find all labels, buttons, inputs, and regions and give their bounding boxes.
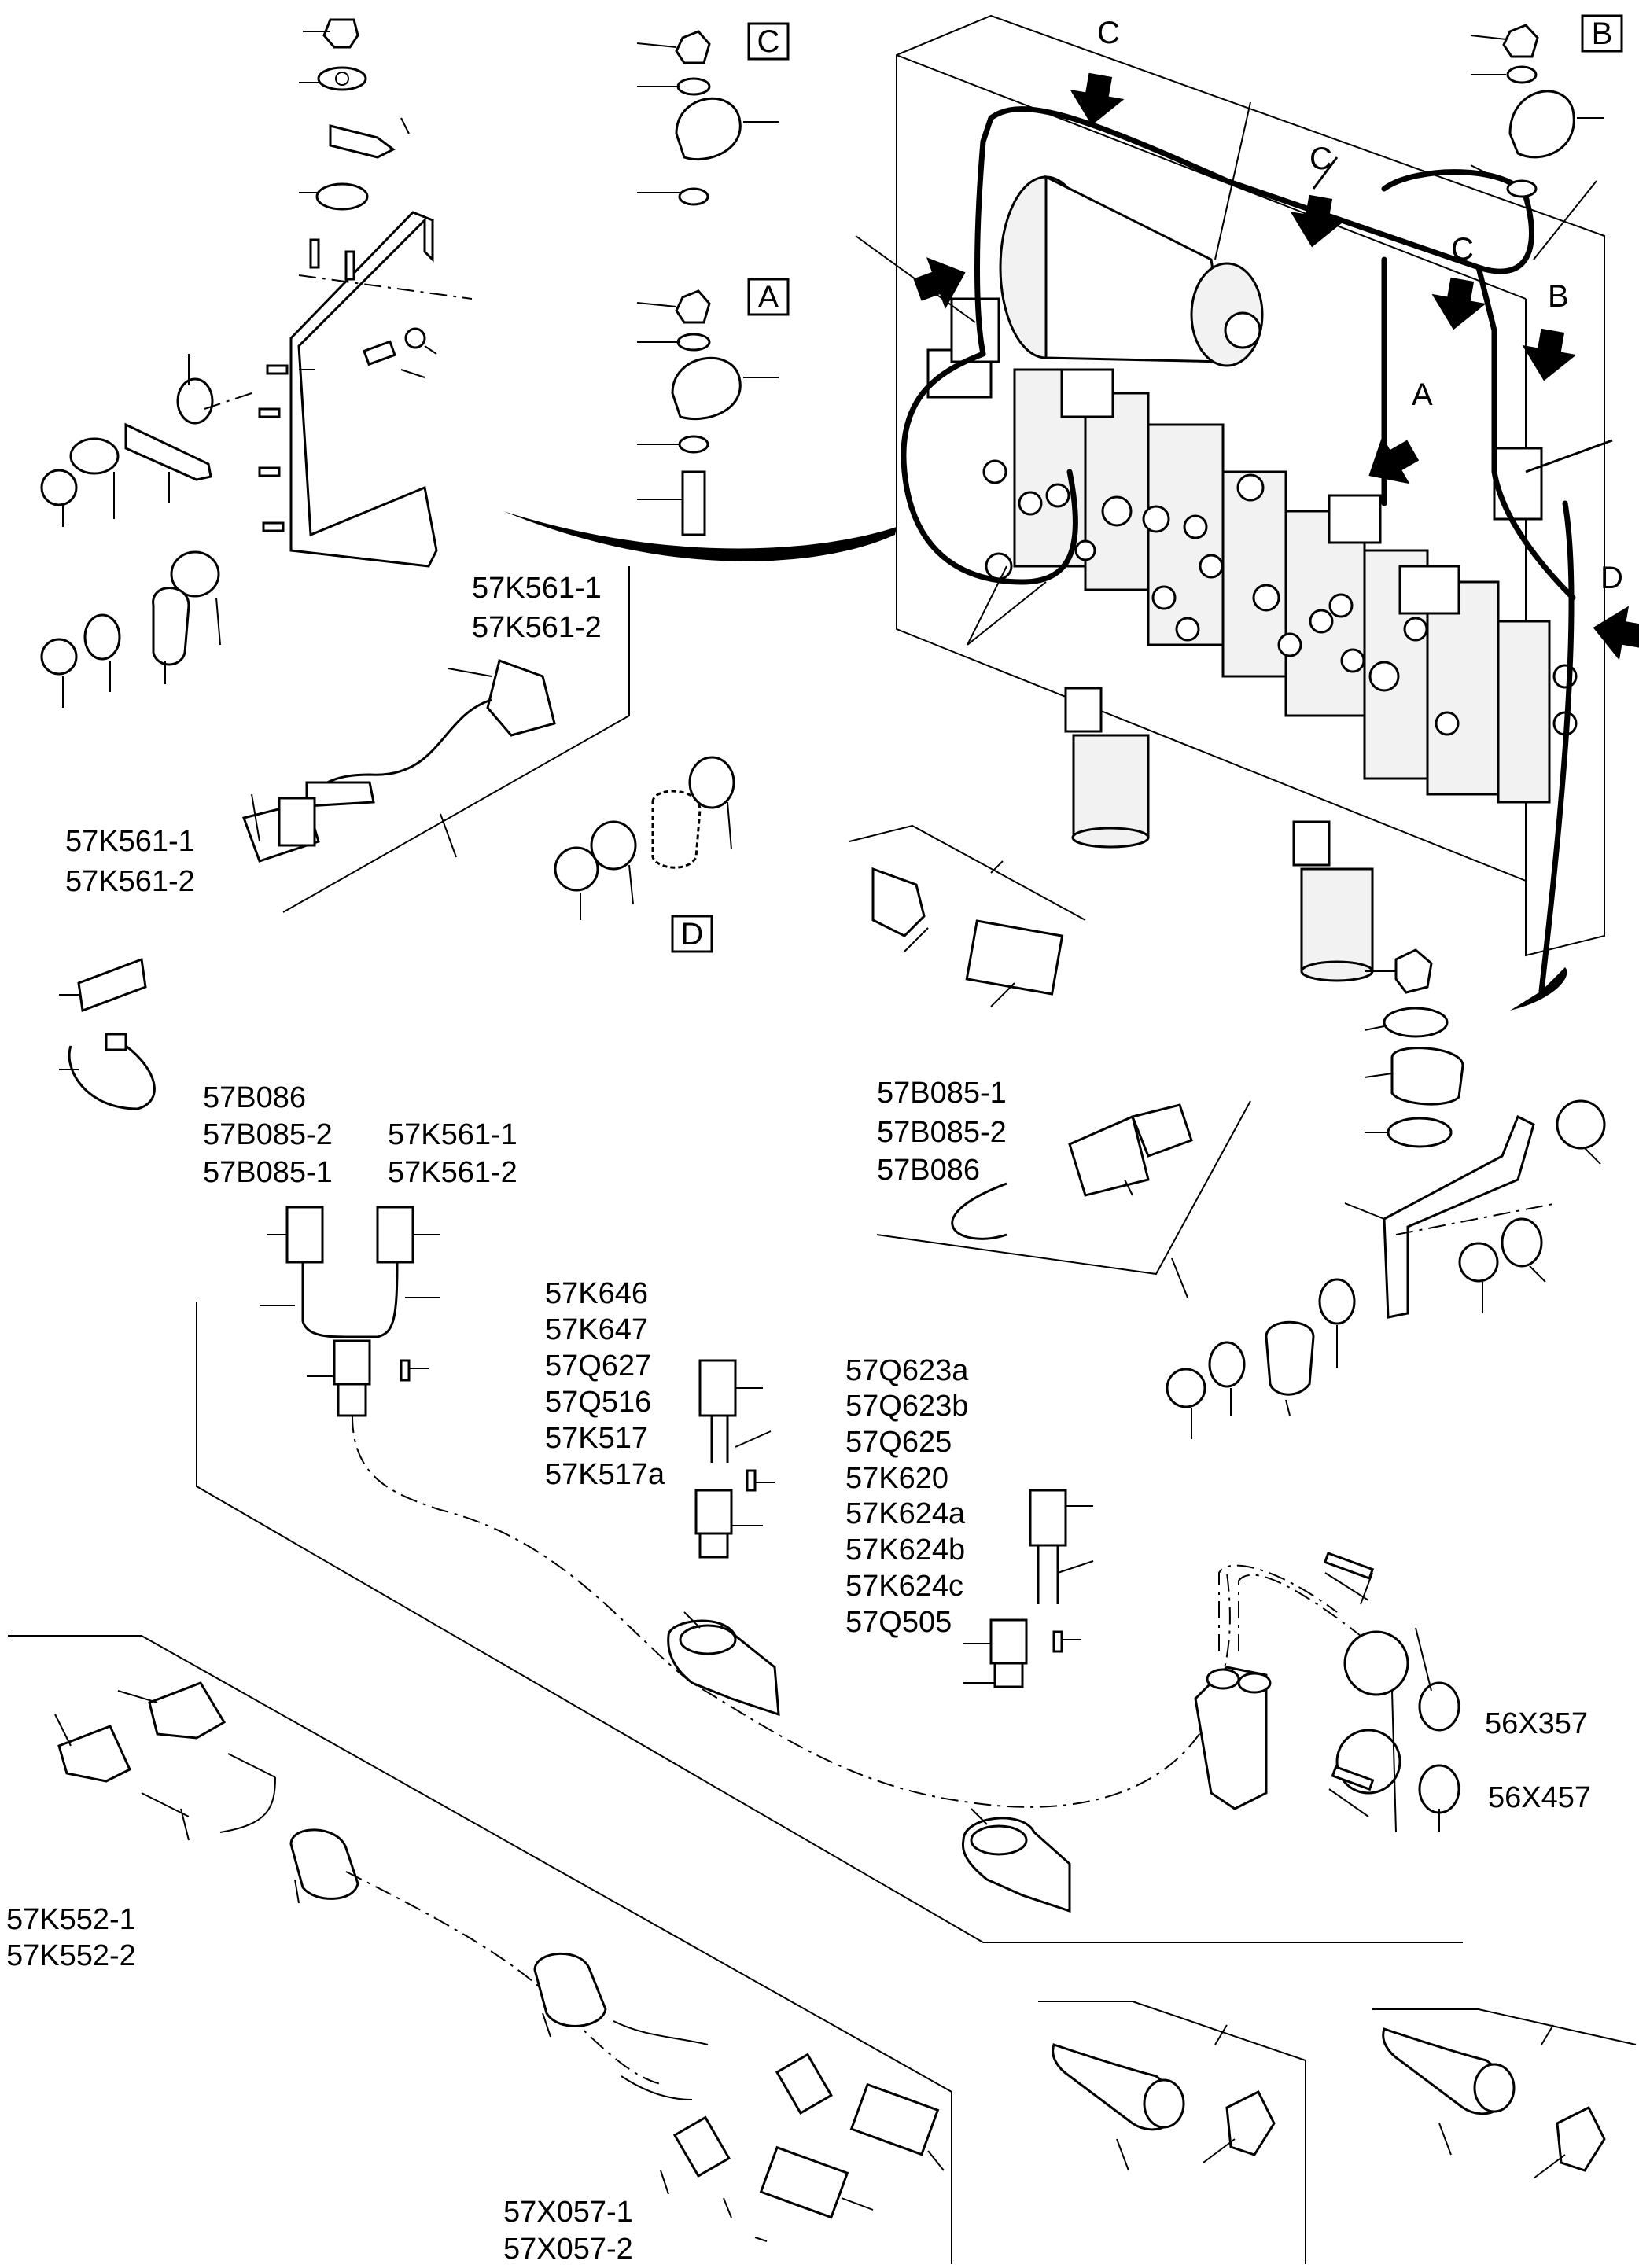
detail-c-clamp bbox=[636, 30, 779, 206]
view-marker-a: A bbox=[747, 278, 790, 316]
callout-c-1: C bbox=[1097, 16, 1120, 50]
view-marker-d: D bbox=[671, 915, 713, 953]
cable-57k561 bbox=[242, 566, 630, 913]
lower-harness-57k552 bbox=[8, 1635, 952, 2264]
detail-a-clamp bbox=[636, 289, 779, 536]
boot-connector-detail bbox=[849, 824, 1086, 1007]
label-line: 57Q623b bbox=[845, 1390, 968, 1423]
sensor-harness-branch bbox=[196, 1206, 1463, 1943]
label-line: 57K561-2 bbox=[388, 1156, 517, 1189]
callout-a: A bbox=[1412, 377, 1433, 412]
label-b086-block: 57B086 57B085-2 57B085-1 bbox=[203, 1081, 333, 1189]
callout-c-3: C bbox=[1451, 232, 1474, 267]
label-line: 57B085-1 bbox=[877, 1077, 1007, 1110]
callout-c-4: C bbox=[920, 267, 943, 302]
callout-d: D bbox=[1600, 561, 1623, 595]
wiring-harness bbox=[901, 106, 1576, 994]
view-marker-d-text: D bbox=[681, 917, 704, 952]
label-x357: 56X357 bbox=[1485, 1707, 1588, 1740]
valve-block-assembly bbox=[503, 14, 1639, 1011]
boot-right-2 bbox=[1372, 2008, 1637, 2179]
view-marker-b-text: B bbox=[1592, 17, 1613, 51]
filter-housings bbox=[1064, 687, 1374, 982]
label-line: 57Q505 bbox=[845, 1606, 952, 1639]
bracket-assembly-right bbox=[1166, 948, 1606, 1439]
view-arrows bbox=[913, 72, 1639, 661]
label-line: 57K561-2 bbox=[472, 611, 602, 644]
label-line: 57X057-2 bbox=[503, 2233, 633, 2264]
label-line: 57Q516 bbox=[545, 1386, 651, 1419]
label-line: 57K561-1 bbox=[472, 572, 602, 605]
label-line: 57Q623a bbox=[845, 1354, 969, 1387]
view-marker-a-text: A bbox=[758, 280, 779, 315]
label-x457: 56X457 bbox=[1488, 1781, 1591, 1814]
boot-right-1 bbox=[1038, 2001, 1306, 2264]
label-line: 57K620 bbox=[845, 1462, 948, 1495]
label-line: 57K517 bbox=[545, 1422, 648, 1455]
pressure-sensor-detail bbox=[876, 1100, 1251, 1298]
detail-b-clamp bbox=[1470, 24, 1604, 198]
label-k552: 57K552-1 57K552-2 bbox=[6, 1903, 136, 1972]
label-line: 57Q627 bbox=[545, 1349, 651, 1383]
label-line: 57K517a bbox=[545, 1458, 665, 1491]
tag-and-cable-tie bbox=[59, 957, 156, 1110]
label-k561-lower: 57K561-1 57K561-2 bbox=[65, 825, 195, 898]
label-b085-block: 57B085-1 57B085-2 57B086 bbox=[877, 1077, 1007, 1187]
label-line: 57K647 bbox=[545, 1313, 648, 1346]
label-line: 57K624b bbox=[845, 1533, 965, 1567]
bracket-assembly-left bbox=[40, 18, 473, 708]
view-marker-b: B bbox=[1581, 14, 1623, 53]
label-line: 57B085-2 bbox=[203, 1118, 333, 1151]
label-line: 57K561-1 bbox=[65, 825, 195, 858]
label-line: 57B086 bbox=[203, 1081, 306, 1114]
solenoid-coils bbox=[926, 297, 1543, 615]
label-line: 57K552-2 bbox=[6, 1939, 136, 1972]
view-marker-c-text: C bbox=[757, 24, 780, 59]
label-line: 57B085-1 bbox=[203, 1156, 333, 1189]
label-line: 57K561-2 bbox=[65, 865, 195, 898]
label-k561-mid: 57K561-1 57K561-2 bbox=[388, 1118, 517, 1189]
label-x057: 57X057-1 57X057-2 bbox=[503, 2196, 633, 2266]
label-line: 57B085-2 bbox=[877, 1116, 1007, 1149]
label-line: 57B086 bbox=[877, 1154, 980, 1187]
valve-fittings bbox=[982, 459, 1578, 736]
label-line: 57K552-1 bbox=[6, 1903, 136, 1936]
label-line: 57K646 bbox=[545, 1277, 648, 1310]
label-line: 57K624a bbox=[845, 1497, 966, 1530]
label-k646-block: 57K646 57K647 57Q627 57Q516 57K517 57K51… bbox=[545, 1277, 665, 1491]
view-marker-c: C bbox=[747, 22, 790, 61]
detail-d-grommet bbox=[554, 756, 735, 920]
label-line: 57Q625 bbox=[845, 1426, 952, 1459]
callout-c-2: C bbox=[1309, 142, 1332, 176]
label-line: 57K561-1 bbox=[388, 1118, 517, 1151]
label-k561-upper: 57K561-1 57K561-2 bbox=[472, 572, 602, 644]
callout-b: B bbox=[1548, 279, 1569, 314]
label-line: 57K624c bbox=[845, 1570, 963, 1603]
bracket-studs bbox=[258, 238, 355, 532]
label-line: 57X057-1 bbox=[503, 2196, 633, 2229]
label-q623-block: 57Q623a 57Q623b 57Q625 57K620 57K624a 57… bbox=[845, 1354, 969, 1639]
